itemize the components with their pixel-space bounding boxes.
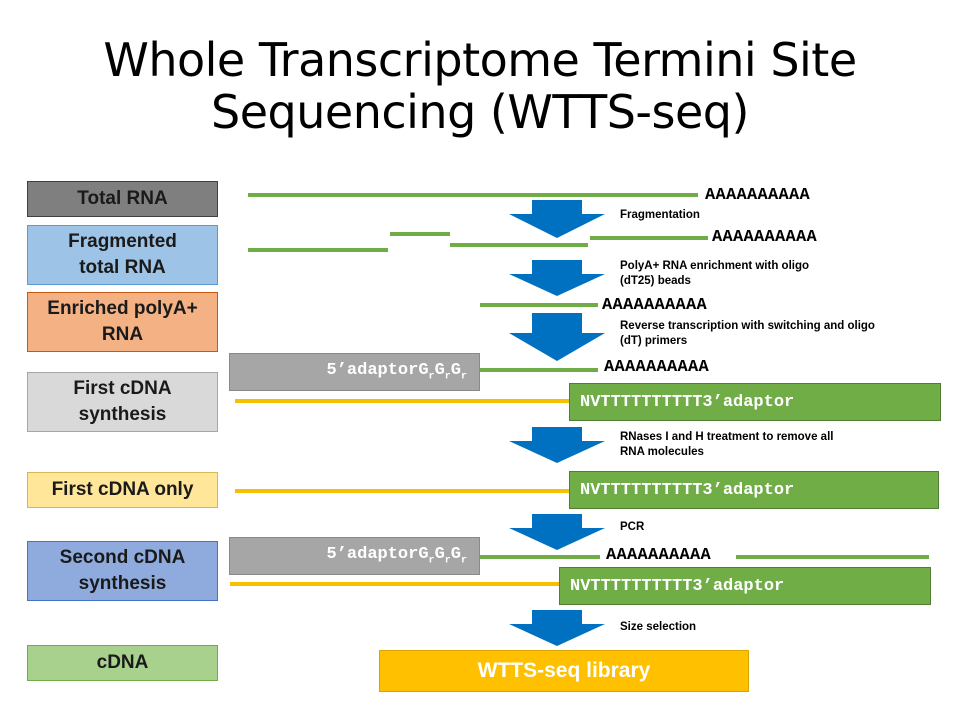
library-box: WTTS-seq library — [379, 650, 749, 692]
adaptor-5-box: 5’adaptorGrGrGr — [229, 537, 480, 575]
rna-fragment — [390, 232, 450, 236]
rna-fragment — [248, 248, 388, 252]
second-strand — [480, 555, 600, 559]
step-size-selection: Size selection — [620, 621, 697, 633]
polya-rna-strand — [480, 303, 598, 307]
polya-tail: AAAAAAAAAA — [712, 228, 818, 247]
polya-tail: AAAAAAAAAA — [705, 186, 811, 205]
down-arrow-icon — [509, 514, 605, 550]
stage-first-cdna-synthesis: First cDNA synthesis — [27, 372, 218, 432]
adaptor-3-box: NVTTTTTTTTTT3’adaptor — [569, 383, 941, 421]
rna-fragment — [590, 236, 708, 240]
polya-tail: AAAAAAAAAA — [604, 358, 710, 377]
rna-template-strand — [480, 368, 598, 372]
cdna-strand — [235, 399, 570, 403]
down-arrow-icon — [509, 260, 605, 296]
down-arrow-icon — [509, 610, 605, 646]
polya-tail: AAAAAAAAAA — [602, 296, 708, 315]
adaptor-3-box: NVTTTTTTTTTT3’adaptor — [569, 471, 939, 509]
down-arrow-icon — [509, 427, 605, 463]
step-enrichment: PolyA+ RNA enrichment with oligo (dT25) … — [620, 260, 810, 287]
stage-cdna: cDNA — [27, 645, 218, 681]
cdna-strand — [235, 489, 570, 493]
down-arrow-icon — [509, 313, 605, 361]
step-pcr: PCR — [620, 521, 645, 533]
down-arrow-icon — [509, 200, 605, 238]
second-strand — [736, 555, 929, 559]
rna-fragment — [450, 243, 588, 247]
step-rnases-treatment: RNases I and H treatment to remove all R… — [620, 431, 834, 458]
stage-enriched-polya-rna: Enriched polyA+ RNA — [27, 292, 218, 352]
adaptor-5-box: 5’adaptorGrGrGr — [229, 353, 480, 391]
stage-second-cdna-synthesis: Second cDNA synthesis — [27, 541, 218, 601]
stage-total-rna: Total RNA — [27, 181, 218, 217]
step-reverse-transcription: Reverse transcription with switching and… — [620, 320, 875, 347]
stage-first-cdna-only: First cDNA only — [27, 472, 218, 508]
cdna-strand — [230, 582, 560, 586]
polya-tail: AAAAAAAAAA — [606, 546, 712, 565]
stage-fragmented-total-rna: Fragmented total RNA — [27, 225, 218, 285]
adaptor-5-label: 5’adaptorGrGrGr — [326, 545, 467, 567]
step-fragmentation: Fragmentation — [620, 209, 700, 221]
page-title: Whole Transcriptome Termini Site Sequenc… — [103, 33, 857, 139]
adaptor-3-box: NVTTTTTTTTTT3’adaptor — [559, 567, 931, 605]
rna-strand — [248, 193, 698, 197]
adaptor-5-label: 5’adaptorGrGrGr — [326, 361, 467, 383]
